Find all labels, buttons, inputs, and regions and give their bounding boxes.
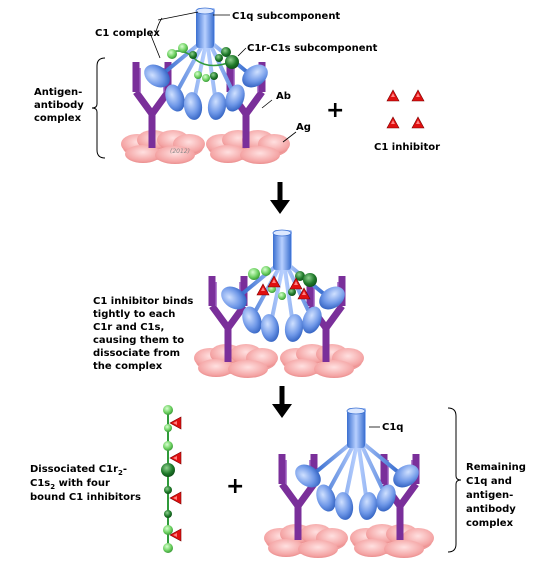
svg-text:Remaining: Remaining — [466, 462, 526, 473]
svg-text:causing them to: causing them to — [93, 335, 184, 346]
svg-text:complex: complex — [34, 113, 82, 124]
panel-1-intact-c1: (2012) C1 complex C1q subcomponent C1r-C… — [34, 6, 440, 164]
c1-inhibitor-triangle-icon — [386, 89, 400, 102]
dissociated-label: Dissociated C1r2- C1s2 with four bound C… — [30, 464, 141, 503]
svg-text:the complex: the complex — [93, 361, 163, 372]
svg-text:C1r and C1s,: C1r and C1s, — [93, 322, 164, 333]
panel-3-dissociated-products: Dissociated C1r2- C1s2 with four bound C… — [30, 405, 526, 558]
svg-text:tightly to each: tightly to each — [93, 309, 175, 320]
inhibitor-binding-label: C1 inhibitor binds tightly to each C1r a… — [93, 296, 193, 372]
svg-text:C1s2 with four: C1s2 with four — [30, 478, 110, 491]
c1-inhibitor-label: C1 inhibitor — [374, 142, 440, 153]
c1r-c1s-with-inhibitors — [248, 266, 317, 300]
ag-label: Ag — [296, 122, 311, 133]
antigen-cloud-icon — [194, 344, 278, 378]
c1-inhibitor-triangle-icon — [411, 89, 425, 102]
down-arrow-icon — [270, 182, 290, 214]
antigen-cloud-icon — [280, 344, 364, 378]
c1-inhibitor-triangle-icon — [386, 116, 400, 129]
antigen-antibody-complex-label: Antigen- antibody complex — [34, 87, 84, 124]
antigen-cloud-icon — [121, 130, 205, 164]
right-brace — [447, 407, 462, 553]
c1-inhibitor-triangle-icon — [411, 116, 425, 129]
svg-text:antibody: antibody — [466, 504, 516, 515]
c1q-subcomponent-label: C1q subcomponent — [232, 11, 340, 22]
c1r-c1s-subcomponent-label: C1r-C1s subcomponent — [247, 43, 378, 54]
svg-text:bound C1 inhibitors: bound C1 inhibitors — [30, 492, 141, 503]
antigen-cloud-icon — [350, 524, 434, 558]
c1-inhibitor-group: C1 inhibitor — [374, 89, 440, 153]
copyright-mark: (2012) — [170, 148, 190, 155]
plus-sign: + — [226, 474, 244, 499]
antigen-cloud-icon — [264, 524, 348, 558]
dissociated-c1r-c1s-chain — [161, 405, 182, 553]
panel-2-inhibitor-binding: C1 inhibitor binds tightly to each C1r a… — [93, 228, 364, 378]
ab-label: Ab — [276, 91, 291, 102]
svg-text:C1 inhibitor binds: C1 inhibitor binds — [93, 296, 193, 307]
svg-text:Dissociated C1r2-: Dissociated C1r2- — [30, 464, 127, 477]
svg-text:dissociate from: dissociate from — [93, 348, 180, 359]
remaining-label: Remaining C1q and antigen- antibody comp… — [466, 462, 526, 529]
c1q-label: C1q — [382, 422, 403, 433]
plus-sign: + — [326, 98, 344, 123]
down-arrow-icon — [272, 386, 292, 418]
svg-text:Antigen-: Antigen- — [34, 87, 82, 98]
svg-text:complex: complex — [466, 518, 514, 529]
svg-text:antigen-: antigen- — [466, 490, 513, 501]
c1-complex-label: C1 complex — [95, 28, 160, 39]
svg-text:C1q and: C1q and — [466, 476, 512, 487]
svg-text:antibody: antibody — [34, 100, 84, 111]
left-brace — [91, 57, 106, 159]
c1r-c1s-subcomponent — [167, 43, 239, 82]
